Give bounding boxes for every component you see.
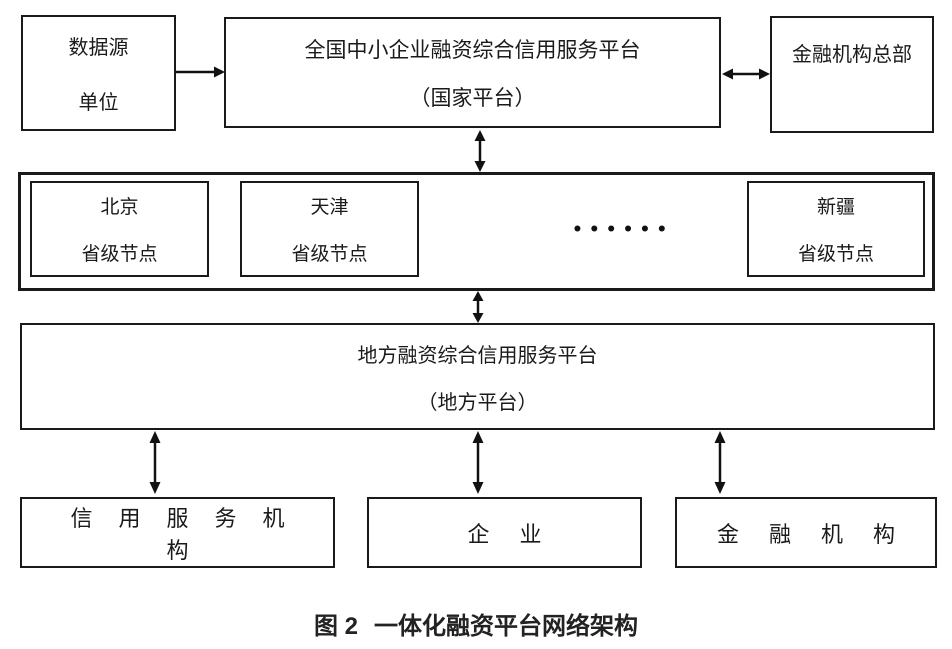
enterprise-label: 企业 [467, 521, 572, 547]
financial-institution-label: 金融机构 [716, 521, 925, 547]
arrow-double-vertical-icon [147, 431, 163, 494]
local-platform-line1: 地方融资综合信用服务平台 [357, 344, 598, 367]
credit-service-box: 信用服务机构 [20, 497, 335, 568]
data-source-label-line2: 单位 [78, 92, 119, 114]
tianjin-node-box: 天津 省级节点 [240, 181, 419, 277]
tianjin-node-type: 省级节点 [291, 244, 368, 265]
xinjiang-node-box: 新疆 省级节点 [747, 181, 925, 277]
arrow-double-vertical-icon [470, 431, 486, 494]
arrow-double-vertical-icon [712, 431, 728, 494]
figure-caption-label: 图 2 [313, 613, 358, 640]
ellipsis-dots: •••••• [572, 220, 674, 240]
national-platform-line2: （国家平台） [409, 85, 536, 110]
financial-hq-label: 金融机构总部 [792, 44, 912, 66]
figure-caption: 图 2 一体化融资平台网络架构 [0, 606, 952, 641]
data-source-box: 数据源 单位 [21, 15, 176, 131]
financial-institution-box: 金融机构 [675, 497, 937, 568]
beijing-node-box: 北京 省级节点 [30, 181, 209, 277]
data-source-label-line1: 数据源 [68, 37, 129, 59]
credit-service-label: 信用服务机构 [70, 505, 311, 563]
beijing-node-name: 北京 [100, 197, 139, 218]
arrow-double-vertical-icon [472, 130, 488, 172]
xinjiang-node-type: 省级节点 [797, 244, 874, 265]
figure-caption-title: 一体化融资平台网络架构 [374, 613, 638, 640]
national-platform-line1: 全国中小企业融资综合信用服务平台 [304, 37, 641, 62]
national-platform-box: 全国中小企业融资综合信用服务平台 （国家平台） [224, 17, 721, 128]
local-platform-box: 地方融资综合信用服务平台 （地方平台） [20, 323, 935, 430]
local-platform-line2: （地方平台） [417, 391, 538, 414]
tianjin-node-name: 天津 [310, 197, 349, 218]
xinjiang-node-name: 新疆 [816, 197, 855, 218]
arrow-right-icon [175, 64, 225, 80]
beijing-node-type: 省级节点 [81, 244, 158, 265]
arrow-double-vertical-icon [470, 291, 486, 323]
financial-hq-box: 金融机构总部 [770, 16, 934, 133]
arrow-double-horizontal-icon [722, 66, 770, 82]
enterprise-box: 企业 [367, 497, 642, 568]
